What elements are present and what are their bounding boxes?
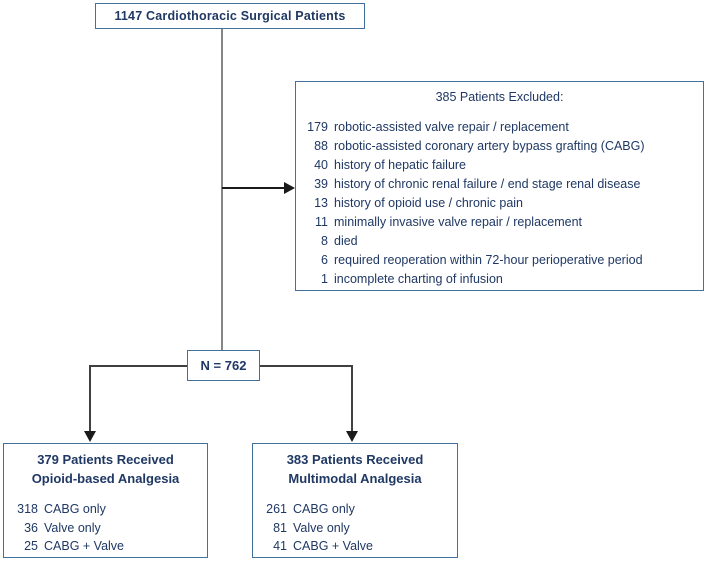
opioid-arm-list: 318 CABG only 36 Valve only 25 CABG + Va… [4,500,207,556]
arm-item-count: 41 [273,539,287,553]
excluded-item-count: 179 [307,120,328,134]
arm-item-count: 81 [273,520,287,535]
arm-item: 41 CABG + Valve [253,537,457,556]
arm-item-label: CABG only [44,502,106,516]
arm-item-label: CABG only [293,502,355,516]
excluded-item: 6 required reoperation within 72-hour pe… [296,251,703,270]
excluded-item: 88 robotic-assisted coronary artery bypa… [296,137,703,156]
excluded-item-label: robotic-assisted valve repair / replacem… [334,120,569,134]
total-patients-box: 1147 Cardiothoracic Surgical Patients [95,3,365,29]
arm-item: 36 Valve only [4,519,207,538]
arm-item-count: 25 [24,539,38,553]
excluded-item-count: 39 [314,177,328,191]
excluded-item-count: 40 [314,158,328,172]
arrowhead-down-left-icon [84,431,96,442]
arm-item-label: CABG + Valve [44,539,125,553]
excluded-item-count: 13 [314,196,328,210]
randomized-n-label: N = 762 [200,358,247,373]
connector-branch-left-vertical-line [89,365,91,431]
opioid-arm-title-line1: 379 Patients Received [37,452,174,467]
excluded-item-label: history of opioid use / chronic pain [334,196,523,210]
arm-item-count: 318 [17,502,38,516]
excluded-item: 13 history of opioid use / chronic pain [296,194,703,213]
multimodal-arm-title: 383 Patients Received Multimodal Analges… [253,450,457,488]
connector-branch-right-horizontal-line [260,365,353,367]
arm-item-label: Valve only [44,520,101,535]
randomized-n-box: N = 762 [187,350,260,381]
arrowhead-right-icon [284,182,295,194]
excluded-item: 11 minimally invasive valve repair / rep… [296,213,703,232]
arm-item-count: 36 [24,520,38,535]
excluded-item: 179 robotic-assisted valve repair / repl… [296,118,703,137]
excluded-item-count: 11 [315,215,328,229]
multimodal-arm-box: 383 Patients Received Multimodal Analges… [252,443,458,558]
excluded-item-count: 88 [314,139,328,153]
excluded-list: 179 robotic-assisted valve repair / repl… [296,118,703,289]
connector-branch-left-horizontal-line [90,365,187,367]
excluded-item-label: history of chronic renal failure / end s… [334,177,641,191]
excluded-item: 40 history of hepatic failure [296,156,703,175]
excluded-title: 385 Patients Excluded: [435,90,564,104]
connector-branch-right-vertical-line [351,365,353,431]
arm-item-count: 261 [266,502,287,516]
excluded-item: 1 incomplete charting of infusion [296,270,703,289]
multimodal-arm-list: 261 CABG only 81 Valve only 41 CABG + Va… [253,500,457,556]
arm-item-label: CABG + Valve [293,539,374,553]
excluded-item-label: died [334,234,358,248]
multimodal-arm-title-line1: 383 Patients Received [286,452,424,467]
excluded-item-label: required reoperation within 72-hour peri… [334,253,643,267]
excluded-patients-box: 385 Patients Excluded: 179 robotic-assis… [295,81,704,291]
arrowhead-down-right-icon [346,431,358,442]
connector-top-vertical-line [221,29,223,350]
arm-item: 81 Valve only [253,519,457,538]
excluded-item: 39 history of chronic renal failure / en… [296,175,703,194]
arm-item: 261 CABG only [253,500,457,519]
excluded-item-count: 1 [321,272,328,286]
excluded-item-label: incomplete charting of infusion [334,272,503,286]
arm-item-label: Valve only [293,520,350,535]
excluded-item: 8 died [296,232,703,251]
arm-item: 318 CABG only [4,500,207,519]
excluded-item-label: history of hepatic failure [334,158,467,172]
excluded-item-label: robotic-assisted coronary artery bypass … [334,139,645,153]
excluded-item-label: minimally invasive valve repair / replac… [334,215,583,229]
total-patients-label: 1147 Cardiothoracic Surgical Patients [114,9,346,23]
opioid-arm-title: 379 Patients Received Opioid-based Analg… [4,450,207,488]
opioid-arm-title-line2: Opioid-based Analgesia [31,471,180,486]
arm-item: 25 CABG + Valve [4,537,207,556]
multimodal-arm-title-line2: Multimodal Analgesia [288,471,422,486]
excluded-item-count: 8 [321,234,328,248]
connector-excluded-horizontal-line [222,187,285,189]
excluded-item-count: 6 [321,253,328,267]
opioid-arm-box: 379 Patients Received Opioid-based Analg… [3,443,208,558]
